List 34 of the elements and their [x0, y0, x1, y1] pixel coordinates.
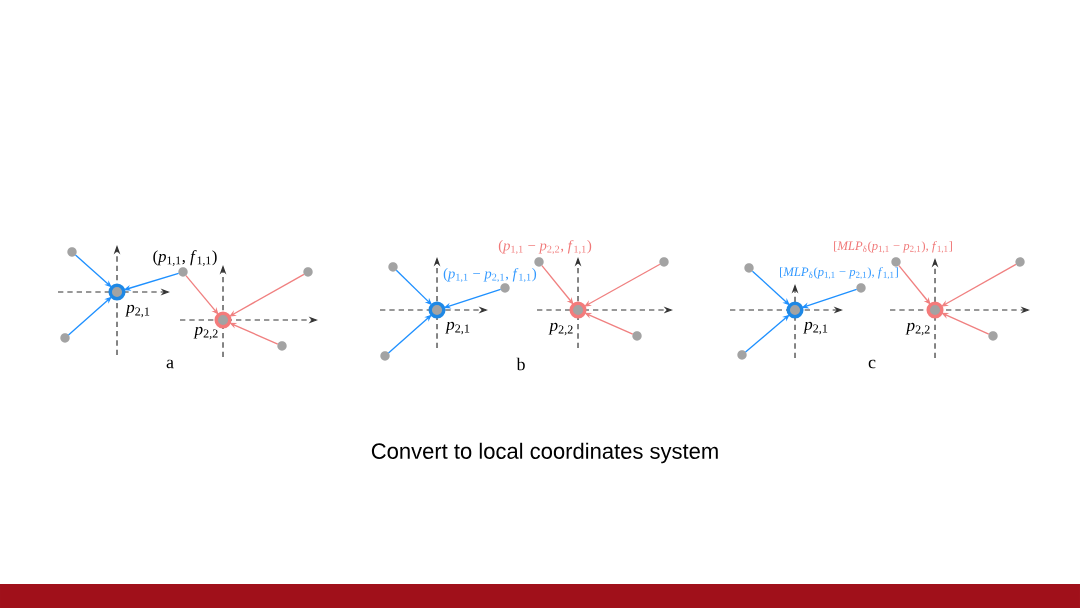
- caption: Convert to local coordinates system: [371, 442, 718, 464]
- coordinate-label: (p$_{1,1}$, f$_{1,1}$): [153, 250, 217, 266]
- neighbor-point: [632, 331, 642, 341]
- point-label: p$_{2,1}$: [125, 304, 150, 318]
- panel-label: c: [868, 359, 876, 369]
- coordinate-label: (p$_{1,1}$ − p$_{2,2}$, f$_{1,1}$): [498, 239, 592, 255]
- point-label: p$_{2,2}$: [548, 322, 573, 336]
- arrow: [541, 264, 574, 305]
- neighbor-point: [67, 247, 77, 257]
- neighbor-point: [380, 351, 390, 361]
- neighbor-point: [303, 267, 313, 277]
- neighbor-point: [659, 257, 669, 267]
- coordinate-label: [MLP$_{δ}$(p$_{1,1}$ − p$_{2,1}$), f$_{1,1}$]: [834, 241, 952, 253]
- neighbor-point: [744, 263, 754, 273]
- arrow: [74, 254, 112, 288]
- point-label: p$_{2,1}$: [445, 321, 470, 335]
- neighbor-point: [1015, 257, 1025, 267]
- arrow: [185, 274, 219, 315]
- neighbor-point: [737, 350, 747, 360]
- panel-label: b: [516, 357, 525, 371]
- arrow: [898, 264, 931, 305]
- neighbor-point: [388, 262, 398, 272]
- neighbor-point: [277, 341, 287, 351]
- arrow: [744, 314, 790, 353]
- arrow: [67, 296, 112, 336]
- neighbor-point: [60, 333, 70, 343]
- point-label: p$_{2,2}$: [193, 326, 218, 340]
- neighbor-point: [988, 331, 998, 341]
- point-label: p$_{2,2}$: [905, 322, 930, 336]
- coordinate-label: [MLP$_{δ}$(p$_{1,1}$ − p$_{2,1}$), f$_{1,1}$]: [780, 267, 898, 279]
- point-label: p$_{2,1}$: [803, 321, 828, 335]
- arrow: [387, 314, 432, 354]
- panel-label: a: [166, 359, 174, 369]
- coordinate-label: (p$_{1,1}$ − p$_{2,1}$, f$_{1,1}$): [443, 267, 537, 283]
